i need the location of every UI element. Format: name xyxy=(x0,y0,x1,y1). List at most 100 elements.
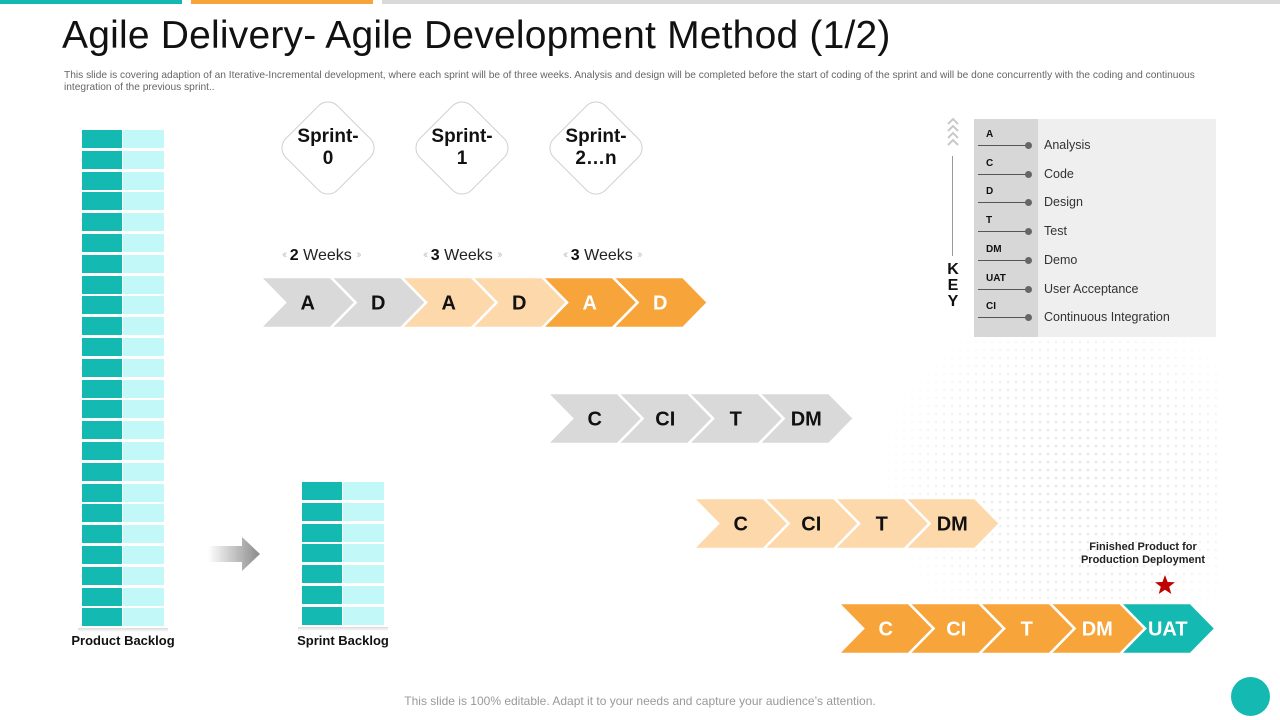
chevron-label: CI xyxy=(655,409,675,431)
weeks-number: 3 xyxy=(430,247,440,264)
key-dot-icon xyxy=(1025,142,1032,149)
product-backlog-cell-light xyxy=(123,234,164,252)
sprint-backlog-cell-teal xyxy=(302,523,342,542)
chevron-left-icon: ‹‹ xyxy=(423,249,429,261)
chevron-up-icon xyxy=(947,117,959,146)
chevron-right-icon: ›› xyxy=(356,249,362,261)
sprint-backlog-cell-teal xyxy=(302,586,342,604)
key-description: Test xyxy=(1044,224,1067,239)
star-icon xyxy=(1155,575,1175,594)
key-connector-line xyxy=(978,288,1028,290)
chevron-segment xyxy=(257,275,358,330)
chevron-label: A xyxy=(301,293,315,315)
key-divider-line xyxy=(952,156,953,256)
product-backlog-cell-teal xyxy=(82,462,122,481)
key-dot-icon xyxy=(1025,170,1032,178)
sprint-label: Sprint- 1 xyxy=(431,126,493,169)
product-backlog-cell-teal xyxy=(82,379,122,398)
sprint-diamond-2: Sprint- 2…n xyxy=(543,95,649,201)
product-backlog-cell-light xyxy=(123,400,164,419)
product-backlog-row xyxy=(82,566,164,585)
weeks-unit: Weeks xyxy=(303,247,352,264)
product-backlog-cell-teal xyxy=(82,566,122,585)
sprint-backlog-row xyxy=(302,586,384,604)
product-backlog-cell-teal xyxy=(82,525,122,544)
sprint-backlog-cell-light xyxy=(343,523,384,542)
chevron-label: C xyxy=(734,514,748,536)
chevron-left-icon: ‹‹ xyxy=(282,249,288,261)
chevron-label: DM xyxy=(791,409,822,431)
product-backlog-cell-light xyxy=(123,171,164,190)
product-backlog-cell-teal xyxy=(82,358,122,377)
product-backlog-row xyxy=(82,442,164,460)
product-backlog-row xyxy=(82,192,164,211)
chevron-label: D xyxy=(371,293,385,315)
product-backlog-row xyxy=(82,358,164,377)
chevron-segment xyxy=(544,391,645,446)
sprint-backlog-cell-teal xyxy=(302,565,342,584)
sprint-label: Sprint- 2…n xyxy=(565,126,627,169)
product-backlog-cell-light xyxy=(123,608,164,627)
product-backlog-row xyxy=(82,296,164,315)
product-backlog-cell-teal xyxy=(82,546,122,564)
key-abbr: UAT xyxy=(986,272,1006,284)
product-backlog-cell-light xyxy=(123,254,164,273)
sprint-backlog-cell-light xyxy=(343,502,384,521)
top-bar-orange xyxy=(191,0,373,4)
product-backlog-row xyxy=(82,504,164,523)
sprint-backlog-cell-light xyxy=(343,482,384,500)
product-backlog-cell-teal xyxy=(82,150,122,169)
key-abbr: DM xyxy=(986,243,1002,255)
key-dot-icon xyxy=(1025,199,1032,207)
chevron-label: A xyxy=(442,293,456,315)
weeks-unit: Weeks xyxy=(444,247,493,264)
chevron-label: UAT xyxy=(1148,619,1188,641)
key-heading-letter: Y xyxy=(947,293,959,310)
chevron-label: DM xyxy=(1082,619,1113,641)
chevron-label: T xyxy=(730,409,742,431)
chevron-segment xyxy=(835,601,936,656)
sprint-backlog-row xyxy=(302,565,384,584)
product-backlog-row xyxy=(82,525,164,544)
key-abbr: D xyxy=(986,186,994,198)
product-backlog-cell-teal xyxy=(82,171,122,190)
product-backlog-cell-teal xyxy=(82,213,122,232)
sprint-backlog-row xyxy=(302,523,384,542)
key-abbr: C xyxy=(986,157,994,169)
key-connector-line xyxy=(978,145,1028,146)
key-connector-line xyxy=(978,317,1028,319)
key-connector-line xyxy=(978,202,1028,204)
top-bar-teal xyxy=(0,0,182,4)
product-backlog-cell-teal xyxy=(82,338,122,356)
key-connector-line xyxy=(978,173,1028,175)
sprint-backlog-shadow xyxy=(298,626,388,631)
sprint-backlog-row xyxy=(302,482,384,500)
chevron-right-icon: ›› xyxy=(637,249,643,261)
product-backlog-row xyxy=(82,338,164,356)
weeks-unit: Weeks xyxy=(584,247,633,264)
product-backlog-cell-teal xyxy=(82,400,122,419)
finished-product-note: Finished Product for Production Deployme… xyxy=(1080,541,1206,566)
weeks-number: 2 xyxy=(289,247,299,264)
key-dot-icon xyxy=(1025,314,1032,322)
product-backlog-cell-light xyxy=(123,275,164,294)
product-backlog-cell-light xyxy=(123,296,164,315)
sprint-backlog-cell-light xyxy=(343,586,384,604)
weeks-label-0: ‹‹ 2 Weeks ›› xyxy=(282,247,362,265)
sprint-diamond-1: Sprint- 1 xyxy=(409,95,515,201)
product-backlog-row xyxy=(82,421,164,440)
sprint-backlog-cell-light xyxy=(343,544,384,563)
product-backlog-row xyxy=(82,213,164,232)
product-backlog-cell-teal xyxy=(82,296,122,315)
key-connector-line xyxy=(978,259,1028,261)
key-abbr: T xyxy=(986,215,993,227)
key-dot-icon xyxy=(1025,228,1032,236)
sprint-diamond-0: Sprint- 0 xyxy=(275,95,381,201)
weeks-label-1: ‹‹ 3 Weeks ›› xyxy=(423,247,503,265)
sprint-backlog-label: Sprint Backlog xyxy=(297,633,389,648)
product-backlog-cell-light xyxy=(123,379,164,398)
product-backlog-row xyxy=(82,546,164,564)
chevron-label: D xyxy=(512,293,526,315)
product-backlog-cell-teal xyxy=(82,483,122,502)
